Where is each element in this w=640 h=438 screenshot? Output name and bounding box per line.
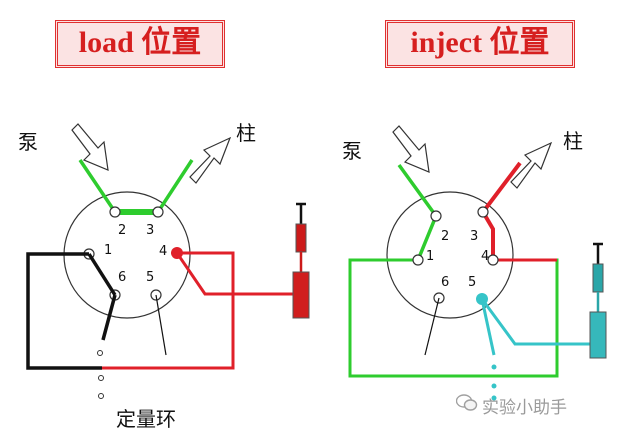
right-port-5 (476, 293, 488, 305)
right-port-4 (487, 254, 499, 266)
right-cyan-waste (480, 298, 496, 356)
right-valve (348, 125, 607, 401)
right-green-pump (397, 163, 438, 261)
left-drip-1 (97, 350, 103, 356)
left-port-label-4: 4 (159, 244, 168, 259)
right-port-1 (412, 254, 424, 266)
right-valve-body (386, 191, 514, 319)
right-syringe-icon (589, 242, 607, 359)
right-port-label-1: 1 (426, 249, 435, 264)
right-pump-label: 泵 (342, 139, 362, 163)
left-title: load 位置 (55, 20, 225, 68)
wechat-icon (456, 393, 478, 413)
right-column-arrow-icon (510, 141, 553, 189)
right-drip-1 (491, 364, 497, 370)
right-port-2 (430, 210, 442, 222)
left-drip-3 (98, 393, 104, 399)
right-pump-arrow-icon (392, 125, 430, 173)
right-title: inject 位置 (385, 20, 575, 68)
left-pump-arrow-icon (71, 123, 109, 171)
right-cyan-syringe (480, 298, 598, 346)
right-thin-6 (424, 297, 440, 356)
left-port-label-3: 3 (146, 223, 155, 238)
left-valve (26, 123, 310, 399)
left-port-label-1: 1 (104, 243, 113, 258)
left-syringe-icon (292, 202, 310, 319)
left-port-label-2: 2 (118, 223, 127, 238)
left-port-2 (109, 206, 121, 218)
left-red-loop (102, 251, 235, 370)
right-red-flow (480, 161, 522, 260)
left-drip-2 (98, 375, 104, 381)
left-column-arrow-icon (189, 136, 232, 184)
right-port-label-5: 5 (468, 275, 477, 290)
left-black-link-1-6 (87, 253, 117, 296)
right-port-label-4: 4 (481, 249, 490, 264)
left-port-label-5: 5 (146, 270, 155, 285)
right-drip-3 (491, 395, 497, 401)
left-port-label-6: 6 (118, 270, 127, 285)
left-thin-5 (155, 294, 167, 356)
right-port-label-3: 3 (470, 229, 479, 244)
left-green-flow (78, 159, 194, 214)
left-port-4 (171, 247, 183, 259)
left-port-3 (152, 206, 164, 218)
right-port-label-2: 2 (441, 229, 450, 244)
left-loop-label: 定量环 (116, 407, 176, 431)
left-black-waste (101, 294, 117, 341)
right-port-3 (477, 206, 489, 218)
right-drip-2 (491, 383, 497, 389)
left-column-label: 柱 (236, 121, 256, 145)
left-red-syringe (175, 252, 295, 296)
left-black-loop (26, 252, 102, 370)
right-port-label-6: 6 (441, 275, 450, 290)
watermark-text: 实验小助手 (482, 398, 567, 418)
right-column-label: 柱 (563, 129, 583, 153)
left-pump-label: 泵 (18, 130, 38, 154)
